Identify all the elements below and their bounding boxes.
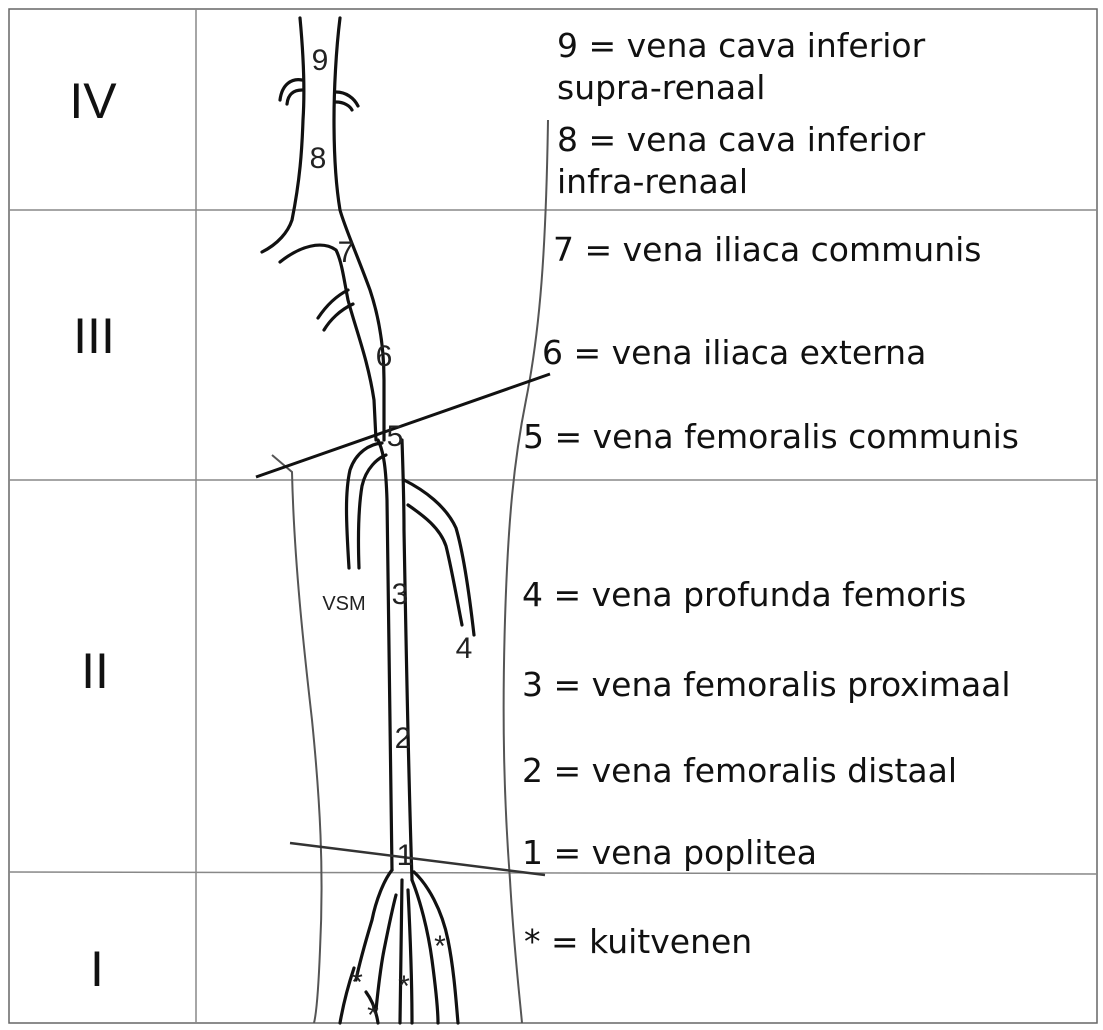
calf-marker-1: * bbox=[351, 966, 363, 999]
iliaca-left-wall bbox=[280, 245, 376, 440]
calf-marker-4: * bbox=[367, 999, 379, 1030]
vena-cava-right-wall bbox=[334, 18, 384, 440]
segment-label-i: I bbox=[90, 941, 104, 997]
vein-number-8: 8 bbox=[310, 142, 327, 175]
profunda-outer-wall bbox=[404, 480, 474, 635]
iliaca-interna-branch-2 bbox=[324, 304, 353, 330]
iliaca-interna-branch-1 bbox=[318, 290, 348, 318]
calf-marker-2: * bbox=[398, 970, 410, 1003]
calf-vein-left-outer bbox=[356, 870, 392, 980]
vein-number-6: 6 bbox=[376, 340, 393, 373]
segment-label-ii: II bbox=[81, 643, 109, 699]
vein-number-4: 4 bbox=[456, 632, 473, 665]
vein-number-9: 9 bbox=[312, 44, 329, 77]
vein-number-1: 1 bbox=[397, 839, 414, 872]
vein-number-2: 2 bbox=[395, 722, 412, 755]
legend-8-line2: infra-renaal bbox=[557, 162, 748, 201]
legend-7: 7 = vena iliaca communis bbox=[553, 230, 981, 269]
legend-calf: * = kuitvenen bbox=[524, 922, 752, 961]
leg-outline-right bbox=[504, 120, 548, 1023]
segment-divider-ii-i bbox=[9, 872, 1097, 874]
legend-4: 4 = vena profunda femoris bbox=[522, 575, 966, 614]
vein-number-5: 5 bbox=[387, 420, 404, 453]
calf-vein-middle-2 bbox=[408, 890, 412, 1023]
knee-cut-line bbox=[290, 843, 545, 875]
right-renal-vein bbox=[336, 92, 358, 110]
vena-cava-left-wall bbox=[262, 18, 304, 252]
vein-number-3: 3 bbox=[392, 578, 409, 611]
segment-label-iv: IV bbox=[69, 73, 117, 129]
leg-outline-left bbox=[272, 455, 322, 1023]
legend-3: 3 = vena femoralis proximaal bbox=[522, 665, 1011, 704]
calf-vein-left-inner bbox=[376, 895, 396, 1010]
legend-6: 6 = vena iliaca externa bbox=[542, 333, 926, 372]
legend-8-line1: 8 = vena cava inferior bbox=[557, 120, 926, 159]
legend-9-line2: supra-renaal bbox=[557, 68, 765, 107]
vsm-label: VSM bbox=[322, 593, 365, 615]
legend-1: 1 = vena poplitea bbox=[522, 833, 817, 872]
legend-2: 2 = vena femoralis distaal bbox=[522, 751, 957, 790]
femoral-left-wall bbox=[378, 440, 392, 870]
legend-9-line1: 9 = vena cava inferior bbox=[557, 26, 926, 65]
left-renal-vein bbox=[280, 80, 302, 104]
vsm-inner-wall bbox=[358, 455, 386, 568]
vein-number-7: 7 bbox=[338, 236, 355, 269]
legend-5: 5 = vena femoralis communis bbox=[523, 417, 1019, 456]
segment-label-iii: III bbox=[73, 308, 115, 364]
calf-marker-3: * bbox=[434, 930, 446, 963]
